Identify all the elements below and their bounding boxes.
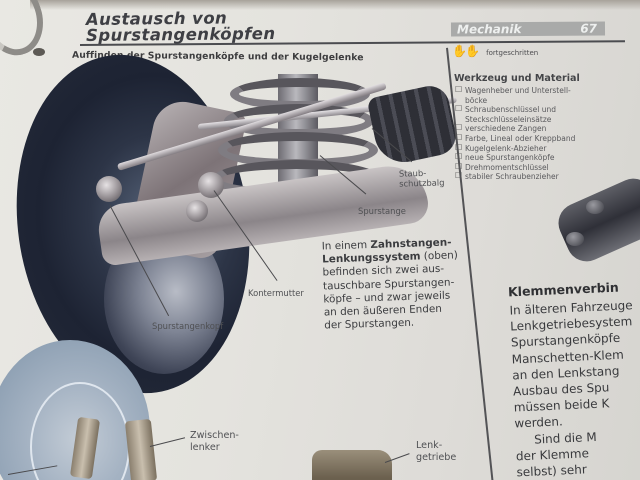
- right-column-paragraph: In älteren Fahrzeuge Lenkgetriebesystem …: [509, 296, 640, 480]
- label-tie-rod: Spurstange: [358, 206, 406, 216]
- label-idler-arm-line2: lenker: [190, 442, 220, 453]
- punch-hole: [33, 48, 45, 56]
- checklist-item: Wagenheber und Unterstell-: [455, 85, 636, 96]
- checklist-item-continued: böcke: [465, 95, 488, 105]
- lock-nut-illustration: [186, 200, 208, 222]
- clamp-connection-illustration: [552, 172, 640, 268]
- section-badge: Mechanik 67: [450, 21, 606, 37]
- tools-heading: Werkzeug und Material: [454, 73, 580, 84]
- tie-rod-end-illustration: [96, 176, 122, 202]
- label-dust-boot: Staub- schutzbalg: [399, 167, 445, 189]
- leader-line: [149, 437, 186, 447]
- right-column-heading: Klemmenverbin: [507, 279, 620, 300]
- section-name: Mechanik: [456, 22, 522, 37]
- difficulty-rating: ✋✋ fortgeschritten: [452, 44, 538, 58]
- tools-checklist: Wagenheber und Unterstell- böcke Schraub…: [455, 85, 636, 182]
- steering-box-illustration: [312, 450, 392, 480]
- clamp-bolt-illustration: [586, 200, 604, 214]
- page-title-line2: Spurstangenköpfen: [85, 24, 276, 45]
- label-tie-rod-end: Spurstangenkopf: [152, 321, 224, 331]
- suspension-illustration: [0, 39, 460, 409]
- checklist-item: Farbe, Lineal oder Kreppband: [455, 133, 636, 144]
- dust-boot-illustration: [366, 82, 460, 168]
- checklist-item-continued: Steckschlüsseleinsätze: [465, 114, 552, 124]
- label-lock-nut: Kontermutter: [248, 288, 304, 298]
- label-steering-box-line1: Lenk-: [416, 440, 443, 451]
- page-title: Austausch von Spurstangenköpfen: [85, 9, 276, 45]
- page-edge-shadow: [30, 0, 640, 10]
- body-paragraph: In einem Zahnstangen- Lenkungssystem (ob…: [322, 236, 485, 333]
- checklist-item: Drehmomentschlüssel: [455, 162, 636, 173]
- checklist-item: Schraubenschlüssel und: [455, 104, 636, 115]
- label-idler-arm-line1: Zwischen-: [190, 430, 239, 441]
- difficulty-label: fortgeschritten: [486, 49, 539, 57]
- ball-joint-illustration: [198, 172, 224, 198]
- label-dust-boot-line2: schutzbalg: [399, 177, 445, 189]
- wrench-hands-icon: ✋✋: [452, 44, 480, 58]
- idler-arm-illustration: [124, 418, 158, 480]
- checklist-item: stabiler Schraubenzieher: [455, 171, 636, 182]
- checklist-item: Kugelgelenk-Abzieher: [455, 143, 636, 154]
- label-steering-box-line2: getriebe: [416, 452, 457, 463]
- clamp-bolt-illustration: [566, 232, 584, 246]
- page-number: 67: [580, 21, 598, 36]
- label-steering-box: Lenk- getriebe: [416, 440, 456, 464]
- checklist-item: neue Spurstangenköpfe: [455, 152, 636, 163]
- checklist-item: verschiedene Zangen: [455, 123, 636, 134]
- label-idler-arm: Zwischen- lenker: [190, 430, 239, 454]
